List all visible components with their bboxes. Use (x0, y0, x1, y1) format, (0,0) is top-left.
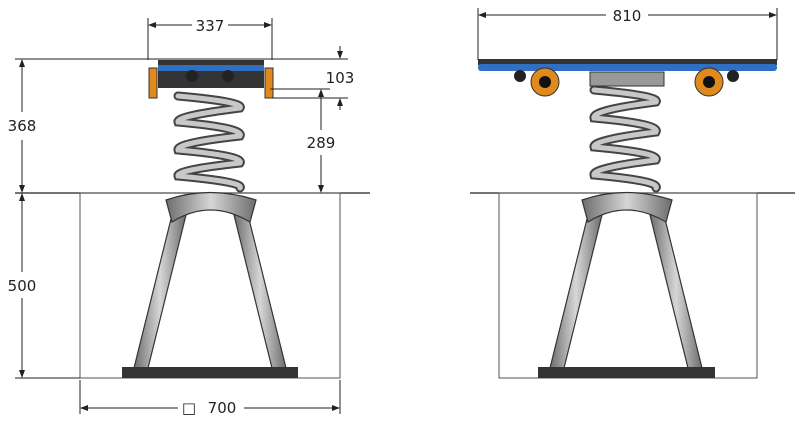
dim-103: 103 (326, 69, 355, 87)
dim-700: 700 (208, 399, 237, 417)
platform-front (478, 59, 777, 97)
front-view: 810 (470, 7, 795, 379)
side-view: 337 103 368 289 500 □ 700 (8, 17, 370, 417)
base-plate (122, 367, 298, 378)
support-legs (549, 191, 703, 369)
dim-337: 337 (196, 17, 225, 35)
foundation-pit (79, 192, 341, 379)
base-plate (538, 367, 715, 378)
square-footprint-icon: □ (182, 399, 196, 417)
dim-500: 500 (8, 277, 37, 295)
platform-side (148, 60, 274, 99)
dim-810: 810 (613, 7, 642, 25)
dim-368: 368 (8, 117, 37, 135)
foundation-pit (498, 192, 758, 379)
support-legs (133, 191, 287, 369)
dim-289: 289 (307, 134, 336, 152)
